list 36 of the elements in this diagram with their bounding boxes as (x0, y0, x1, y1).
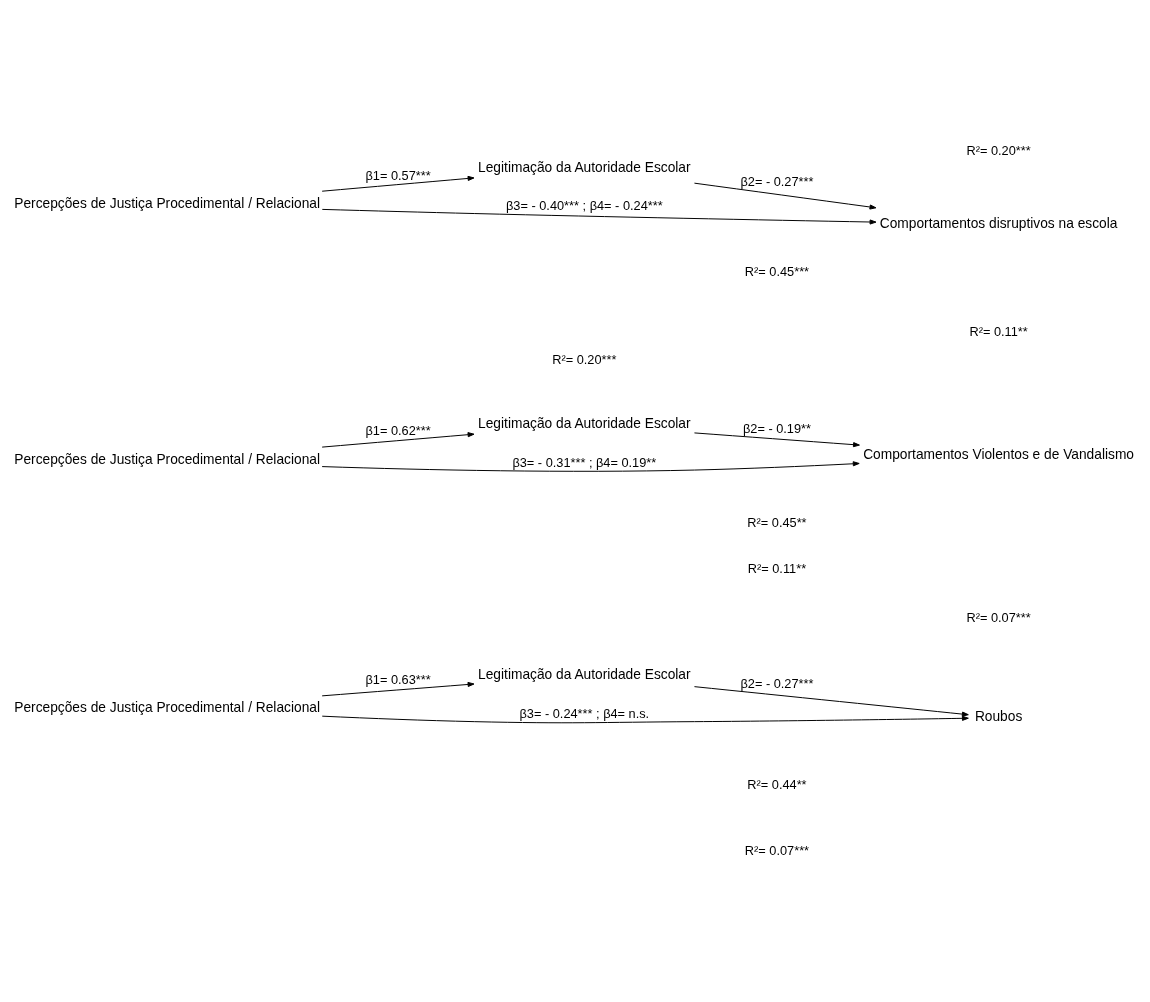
node-text: Roubos (974, 708, 1023, 724)
node-text: Legitimação da Autoridade Escolar (478, 415, 691, 431)
edge-label: β2= - 0.27*** (740, 173, 814, 189)
arrow (321, 460, 860, 472)
arrow (321, 175, 475, 192)
arrow (321, 715, 969, 723)
label: R²= 0.44** (747, 776, 807, 792)
arrow (693, 431, 860, 447)
arrow (321, 431, 475, 448)
label: R²= 0.11** (969, 323, 1028, 339)
node-text: Comportamentos disruptivos na escola (879, 215, 1118, 231)
arrow (693, 182, 877, 210)
node-text: Legitimação da Autoridade Escolar (478, 666, 691, 682)
label: R²= 0.07*** (744, 842, 810, 858)
label: R²= 0.11** (747, 560, 807, 576)
edge-label: β3= - 0.24*** ; β4= n.s. (519, 705, 650, 721)
edge-label: β2= - 0.27*** (740, 675, 814, 691)
node-text: Percepções de Justiça Procedimental / Relacional (14, 195, 320, 211)
label: R²= 0.20*** (552, 351, 617, 367)
edge-label: β1= 0.63*** (365, 671, 431, 687)
arrow (321, 208, 877, 225)
node-text: Percepções de Justiça Procedimental / Relacional (14, 451, 320, 467)
label: R²= 0.20*** (966, 142, 1031, 158)
edge-label: β1= 0.62*** (365, 422, 431, 438)
label: R²= 0.45** (747, 514, 807, 530)
edge-label: β1= 0.57*** (365, 167, 431, 183)
arrow (693, 685, 969, 717)
arrow (321, 681, 475, 696)
node-text: Legitimação da Autoridade Escolar (478, 159, 691, 175)
label: R²= 0.45*** (744, 263, 810, 279)
node-text: Percepções de Justiça Procedimental / Relacional (14, 699, 320, 715)
node-text: Comportamentos Violentos e de Vandalismo (863, 446, 1134, 462)
label: R²= 0.07*** (966, 609, 1031, 625)
edge-label: β3= - 0.40*** ; β4= - 0.24*** (506, 197, 663, 213)
edge-label: β2= - 0.19** (742, 420, 811, 436)
edge-label: β3= - 0.31*** ; β4= 0.19** (512, 454, 657, 470)
